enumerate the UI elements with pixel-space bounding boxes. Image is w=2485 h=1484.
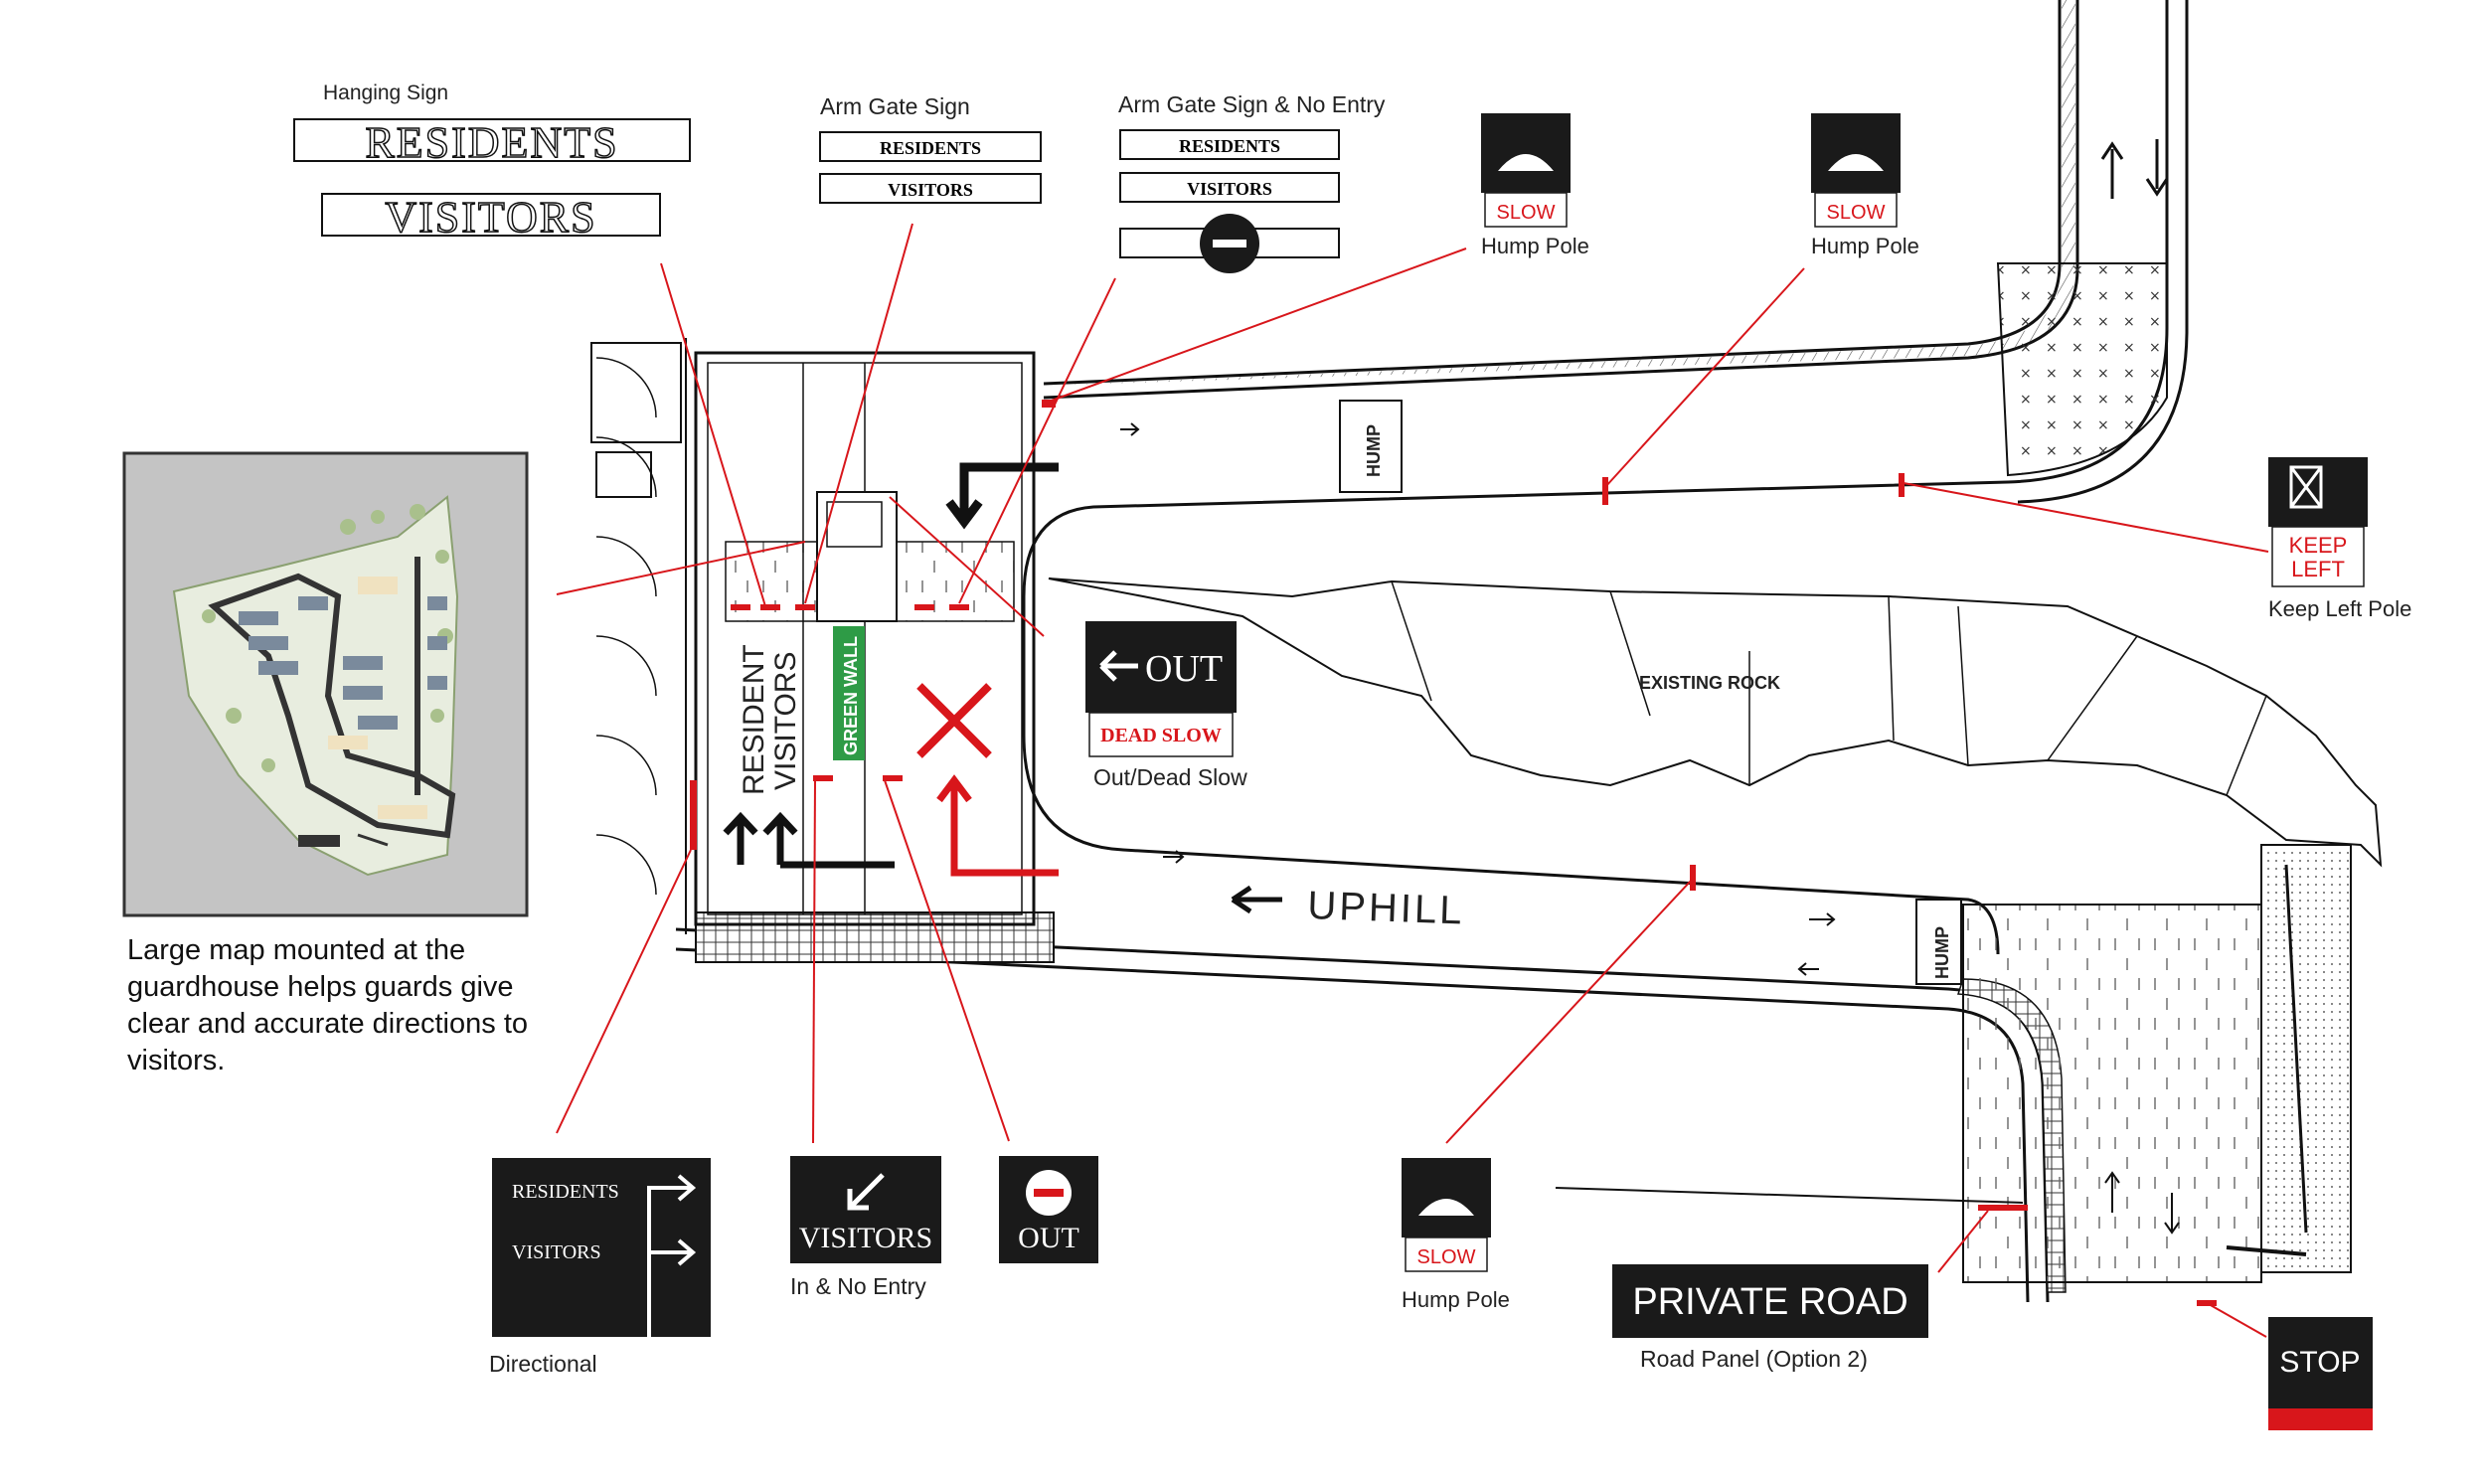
keep-left-sign: KEEP LEFT Keep Left Pole [2268, 457, 2411, 621]
private-road-main: PRIVATE ROAD [1632, 1281, 1907, 1323]
hump-pole-1-caption: Hump Pole [1481, 234, 1589, 258]
arm-gate-line1: RESIDENTS [880, 138, 981, 158]
directional-line2: VISITORS [512, 1241, 601, 1263]
hump-pole-sign-1: SLOW Hump Pole [1481, 113, 1589, 258]
hump-pole-3-word: SLOW [1417, 1246, 1476, 1268]
arm-gate-no-entry-sign: Arm Gate Sign & No Entry RESIDENTS VISIT… [1118, 91, 1386, 273]
green-wall-label: GREEN WALL [841, 636, 861, 755]
site-linework [590, 0, 2383, 1303]
hump-pole-sign-3: SLOW Hump Pole [1402, 1158, 1510, 1312]
speed-hump-icon [1418, 1199, 1474, 1216]
out-sign: OUT [999, 1156, 1098, 1263]
callout-lines [556, 223, 2269, 1338]
speed-hump-icon [1498, 154, 1554, 171]
arm-gate-caption: Arm Gate Sign [820, 93, 970, 119]
green-wall: GREEN WALL [833, 626, 865, 760]
site-map-thumbnail [122, 451, 529, 917]
private-road-sign: PRIVATE ROAD Road Panel (Option 2) [1612, 1264, 1928, 1372]
arm-gate-line2: VISITORS [888, 180, 973, 200]
arrow-left-icon [1099, 650, 1138, 682]
hump-pole-sign-2: SLOW Hump Pole [1811, 113, 1919, 258]
directional-caption: Directional [489, 1351, 597, 1377]
hump-pole-2-word: SLOW [1827, 202, 1886, 224]
directional-line1: RESIDENTS [512, 1181, 619, 1203]
visitors-in-sign: VISITORS In & No Entry [790, 1156, 941, 1299]
map-caption-box: Large map mounted at the guardhouse help… [127, 934, 528, 1076]
visitors-in-main: VISITORS [799, 1222, 932, 1254]
directional-arrows-icon [647, 1174, 697, 1337]
pole-markers [690, 400, 2217, 1306]
visitors-in-caption: In & No Entry [790, 1273, 926, 1299]
speed-hump-icon [1828, 154, 1884, 171]
private-road-caption: Road Panel (Option 2) [1640, 1346, 1868, 1372]
arm-gate-sign: Arm Gate Sign RESIDENTS VISITORS [819, 93, 1042, 204]
stop-sign: STOP [2268, 1317, 2373, 1430]
existing-rock-label: EXISTING ROCK [1639, 673, 1780, 693]
arrow-down-left-icon [847, 1173, 885, 1211]
stop-main: STOP [2279, 1346, 2360, 1379]
hanging-sign-line2: VISITORS [385, 193, 596, 242]
out-dead-slow-main: OUT [1145, 648, 1223, 690]
keep-left-line1: KEEP [2289, 533, 2348, 558]
hump-top-label: HUMP [1364, 424, 1384, 477]
arm-gate-no-entry-line1: RESIDENTS [1179, 136, 1280, 156]
out-sign-main: OUT [1018, 1222, 1079, 1254]
hanging-sign-caption: Hanging Sign [323, 82, 448, 104]
keep-left-caption: Keep Left Pole [2268, 596, 2411, 621]
out-dead-slow-sub: DEAD SLOW [1100, 725, 1222, 746]
arm-gate-no-entry-line2: VISITORS [1187, 179, 1272, 199]
lane-resident-label: RESIDENT [738, 644, 770, 795]
map-caption: Large map mounted at the guardhouse help… [127, 934, 528, 1076]
out-dead-slow-caption: Out/Dead Slow [1093, 764, 1247, 790]
keep-left-line2: LEFT [2291, 557, 2345, 581]
hump-pole-2-caption: Hump Pole [1811, 234, 1919, 258]
keep-left-icon [2289, 465, 2323, 509]
traffic-arrows [723, 139, 2180, 1235]
uphill-label: UPHILL [1307, 884, 1466, 932]
uphill-marking: UPHILL [1231, 884, 1466, 933]
hump-pole-1-word: SLOW [1497, 202, 1556, 224]
hanging-sign-line1: RESIDENTS [365, 118, 618, 167]
out-dead-slow-sign: OUT DEAD SLOW Out/Dead Slow [1085, 621, 1247, 790]
lane-visitors-label: VISITORS [769, 652, 802, 790]
hump-pole-3-caption: Hump Pole [1402, 1287, 1510, 1312]
hump-bottom-label: HUMP [1932, 926, 1952, 979]
directional-sign: RESIDENTS VISITORS Directional [489, 1158, 711, 1377]
arm-gate-no-entry-caption: Arm Gate Sign & No Entry [1118, 91, 1386, 117]
hanging-sign: Hanging Sign RESIDENTS VISITORS [293, 82, 691, 243]
